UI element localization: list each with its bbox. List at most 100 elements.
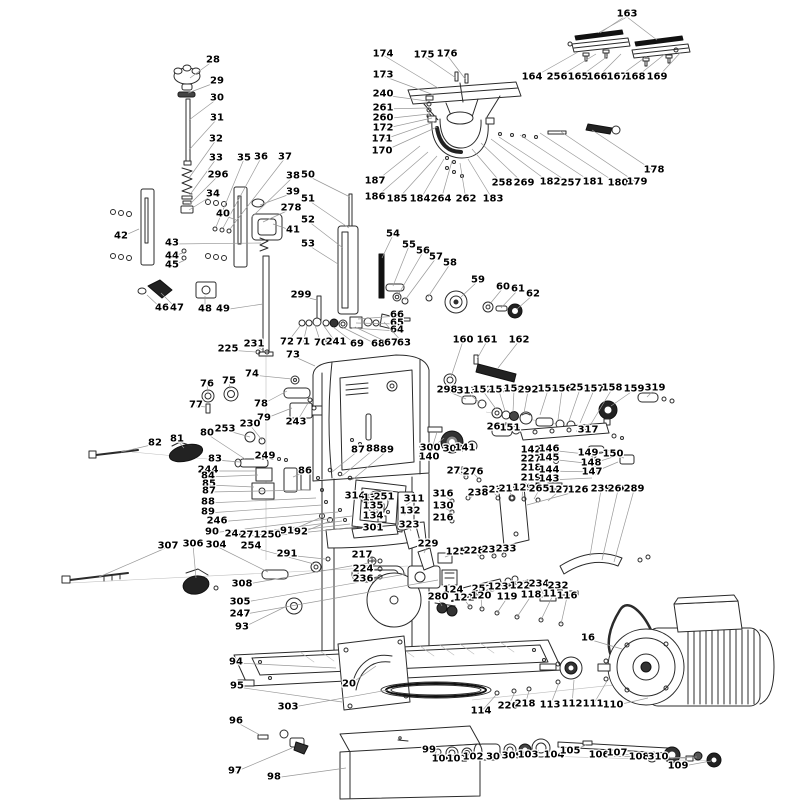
leader-line	[397, 251, 424, 296]
part-number-label: 112	[562, 699, 583, 710]
part-number-label: 227	[521, 454, 542, 465]
leader-line	[189, 60, 214, 79]
part-number-label: 296	[208, 170, 229, 181]
part-number-label: 308	[232, 579, 253, 590]
part-number-label: 83	[208, 454, 222, 465]
leader-line	[408, 525, 412, 532]
leader-line	[456, 754, 467, 761]
leader-line	[472, 751, 484, 759]
part-number-label: 167	[607, 72, 628, 83]
part-number-label: 215	[521, 482, 542, 493]
part-number-label: 160	[453, 335, 474, 346]
part-number-label: 145	[539, 453, 560, 464]
leader-line	[612, 697, 649, 707]
leader-line	[530, 450, 553, 453]
part-number-label: 45	[165, 260, 179, 271]
part-number-label: 257	[561, 178, 582, 189]
leader-line	[171, 242, 262, 245]
part-number-label: 152	[473, 385, 494, 396]
part-number-label: 236	[353, 574, 374, 585]
leader-line	[382, 113, 430, 120]
leader-line	[423, 544, 429, 554]
part-number-label: 69	[350, 339, 364, 350]
part-number-label: 180	[608, 178, 629, 189]
part-number-label: 94	[229, 657, 243, 668]
leader-line	[527, 749, 540, 757]
leader-line	[357, 315, 398, 320]
leader-line	[491, 550, 495, 557]
part-number-label: 269	[514, 178, 535, 189]
leader-line	[381, 126, 438, 153]
part-number-label: 59	[471, 275, 485, 286]
fence-rails	[567, 29, 691, 67]
part-number-label: 109	[668, 761, 689, 772]
part-number-label: 82	[148, 438, 162, 449]
upper-bracket-plates	[110, 186, 283, 268]
leader-line	[341, 449, 374, 477]
leader-line	[468, 493, 479, 499]
leader-line	[188, 98, 218, 121]
part-number-label: 134	[363, 511, 384, 522]
leader-line	[446, 390, 467, 400]
part-number-label: 73	[286, 350, 300, 361]
leader-line	[509, 428, 516, 431]
part-number-label: 225	[218, 344, 239, 355]
leader-line	[464, 445, 471, 450]
wheel-cover-and-blade	[257, 635, 492, 755]
leader-line	[540, 594, 554, 621]
leader-line	[459, 162, 467, 201]
part-number-label: 234	[529, 579, 550, 590]
leader-line	[553, 748, 576, 757]
leader-line	[307, 244, 339, 265]
part-number-label: 54	[386, 229, 400, 240]
leader-line	[207, 474, 259, 478]
leader-line	[176, 439, 185, 449]
leader-line	[450, 340, 464, 378]
part-number-label: 87	[202, 486, 216, 497]
part-number-label: 58	[443, 258, 457, 269]
part-number-label: 241	[326, 337, 347, 348]
part-number-label: 129	[513, 483, 534, 494]
part-number-label: 95	[230, 681, 244, 692]
part-number-label: 124	[443, 585, 464, 596]
leader-line	[351, 450, 388, 481]
leader-line	[382, 54, 439, 89]
stand-box	[339, 725, 481, 800]
leader-line	[496, 427, 501, 430]
part-number-label: 309	[502, 751, 523, 762]
part-number-label: 155	[538, 384, 559, 395]
leader-line	[354, 326, 392, 345]
leader-line	[292, 355, 316, 367]
part-number-label: 57	[429, 252, 443, 263]
leader-line	[519, 134, 594, 184]
part-number-label: 96	[229, 716, 243, 727]
leader-line	[491, 587, 499, 593]
part-number-label: 265	[529, 484, 550, 495]
leader-line	[488, 287, 504, 306]
part-number-label: 224	[353, 564, 374, 575]
part-number-label: 260	[608, 484, 629, 495]
part-number-label: 41	[286, 225, 300, 236]
part-number-label: 163	[617, 9, 638, 20]
part-number-label: 182	[540, 177, 561, 188]
part-number-label: 243	[286, 417, 307, 428]
part-number-label: 100	[432, 754, 453, 765]
part-number-label: 158	[602, 383, 623, 394]
part-number-label: 89	[201, 507, 215, 518]
part-number-label: 47	[170, 303, 184, 314]
part-number-label: 183	[483, 194, 504, 205]
part-number-label: 181	[583, 177, 604, 188]
leader-line	[556, 53, 597, 79]
leader-line	[228, 381, 231, 390]
leader-line	[452, 590, 460, 596]
leader-line	[251, 374, 293, 380]
part-number-label: 319	[645, 383, 666, 394]
leader-line	[530, 468, 553, 471]
leader-line	[657, 756, 698, 759]
leader-line	[496, 597, 508, 614]
leader-line	[441, 754, 452, 761]
table-assembly	[407, 71, 621, 178]
part-number-label: 98	[267, 772, 281, 783]
leader-line	[591, 461, 619, 474]
leader-line	[260, 390, 288, 406]
